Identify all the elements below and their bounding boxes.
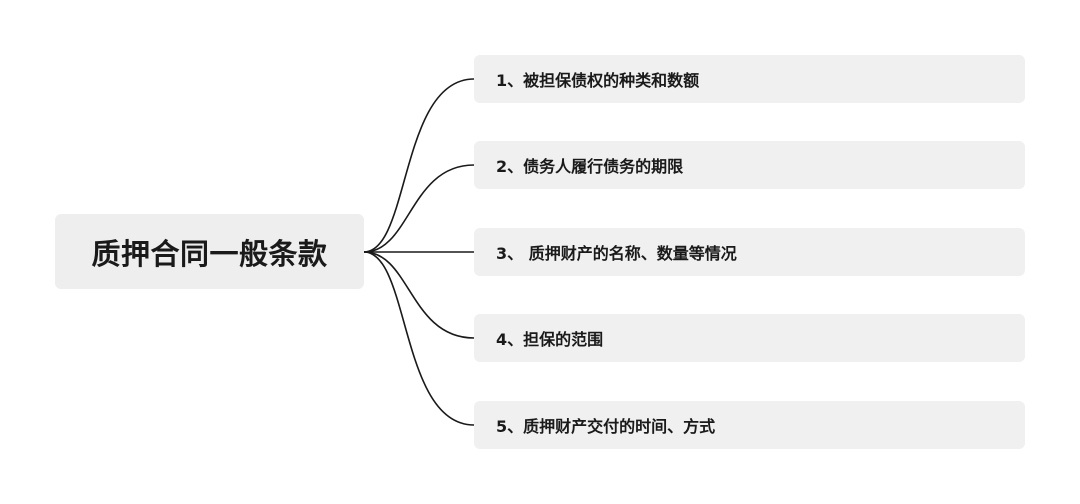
branch-node-label: 2、债务人履行债务的期限 [496,157,684,176]
connector-line-4 [363,251,475,339]
root-node-label: 质押合同一般条款 [91,236,328,271]
branch-node-label: 5、质押财产交付的时间、方式 [496,417,716,436]
root-node[interactable]: 质押合同一般条款 [55,214,364,289]
branch-node-label: 3、 质押财产的名称、数量等情况 [496,244,737,263]
branch-node-1[interactable]: 1、被担保债权的种类和数额 [474,55,1025,103]
branch-node-label: 4、担保的范围 [496,330,604,349]
branch-node-2[interactable]: 2、债务人履行债务的期限 [474,141,1025,189]
branch-node-label: 1、被担保债权的种类和数额 [496,71,700,90]
branch-node-4[interactable]: 4、担保的范围 [474,314,1025,362]
connector-line-2 [363,164,475,253]
connector-line-1 [363,78,475,253]
connector-line-5 [363,251,475,426]
branch-node-3[interactable]: 3、 质押财产的名称、数量等情况 [474,228,1025,276]
branch-node-5[interactable]: 5、质押财产交付的时间、方式 [474,401,1025,449]
